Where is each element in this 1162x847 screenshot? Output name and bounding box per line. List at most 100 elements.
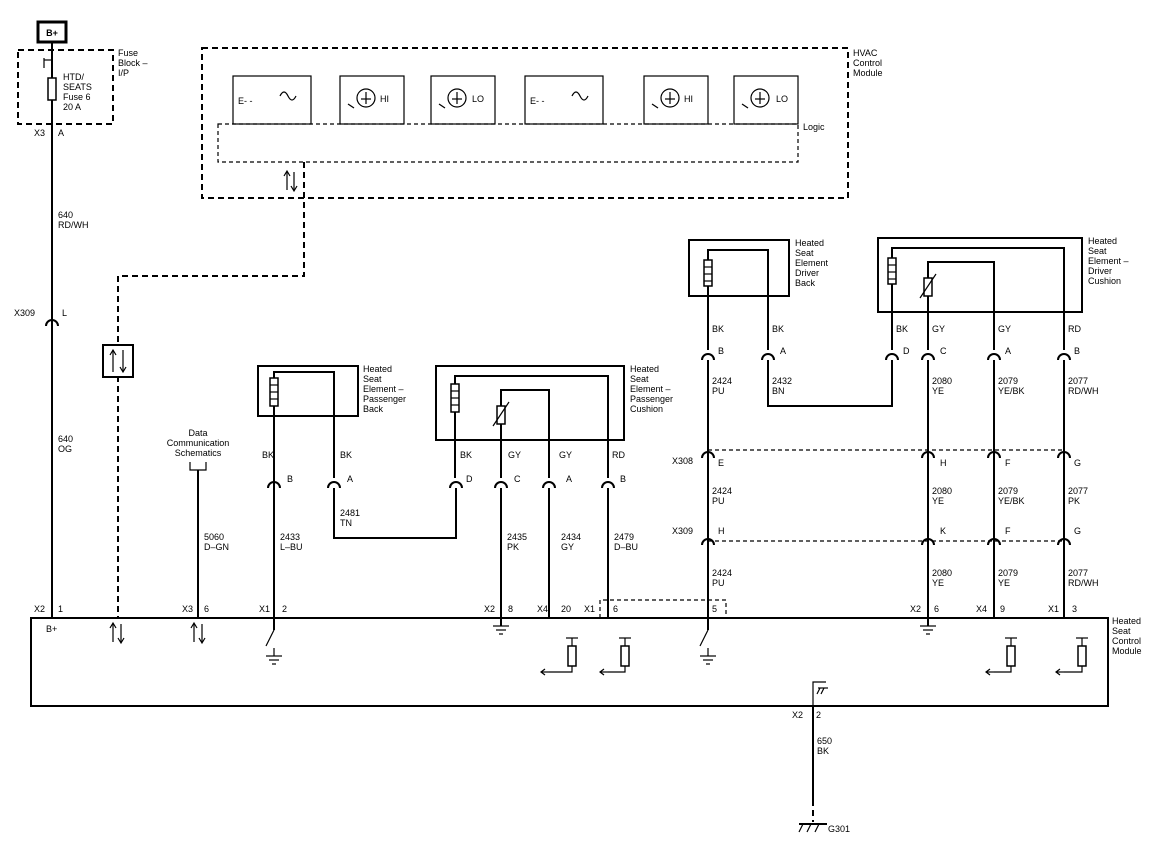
schematic-label: L–BU xyxy=(280,542,303,552)
schematic-label: E xyxy=(718,458,724,468)
schematic-label: Driver xyxy=(1088,266,1112,276)
schematic-label: YE xyxy=(932,386,944,396)
schematic-label: BK xyxy=(340,450,352,460)
schematic-label: D–GN xyxy=(204,542,229,552)
schematic-label: 20 xyxy=(561,604,571,614)
schematic-label: SEATS xyxy=(63,82,92,92)
wire-2481 xyxy=(333,488,457,539)
schematic-label: RD/WH xyxy=(58,220,89,230)
connector-x309-l xyxy=(45,319,59,327)
schematic-label: 20 A xyxy=(63,102,81,112)
schematic-label: X309 xyxy=(14,308,35,318)
schematic-label: Driver xyxy=(795,268,819,278)
schematic-label: A xyxy=(1005,346,1011,356)
schematic-label: E- - xyxy=(530,96,545,106)
schematic-label: F xyxy=(1005,458,1011,468)
schematic-label: Heated xyxy=(1112,616,1141,626)
heated-seat-control-module: Heated Seat Control Module B+ X2 1 X3 6 … xyxy=(30,599,1142,720)
schematic-label: 2481 xyxy=(340,508,360,518)
schematic-label: B+ xyxy=(46,624,57,634)
schematic-label: 3 xyxy=(1072,604,1077,614)
schematic-label: PU xyxy=(712,578,725,588)
schematic-label: H xyxy=(718,526,725,536)
schematic-label: Fuse xyxy=(118,48,138,58)
schematic-label: Seat xyxy=(1088,246,1107,256)
schematic-label: B xyxy=(1074,346,1080,356)
heated-seat-switch-icon: E- - xyxy=(232,75,312,125)
ground-g301-icon: G301 xyxy=(798,823,850,834)
schematic-label: X309 xyxy=(672,526,693,536)
schematic-label: PU xyxy=(712,386,725,396)
schematic-label: Heated xyxy=(795,238,824,248)
schematic-label: PU xyxy=(712,496,725,506)
schematic-label: Module xyxy=(853,68,883,78)
schematic-label: PK xyxy=(1068,496,1080,506)
schematic-label: 2479 xyxy=(614,532,634,542)
lo-indicator-icon: LO xyxy=(430,75,496,125)
schematic-label: 2079 xyxy=(998,568,1018,578)
schematic-label: 2079 xyxy=(998,486,1018,496)
ground-icon xyxy=(920,618,936,635)
schematic-label: LO xyxy=(776,94,788,104)
schematic-label: GY xyxy=(559,450,572,460)
heated-seat-switch-icon: E- - xyxy=(524,75,604,125)
heated-seat-element-driver-back: Heated Seat Element Driver Back BK BK B … xyxy=(688,238,829,396)
schematic-label: X3 xyxy=(182,604,193,614)
schematic-label: Logic xyxy=(803,122,825,132)
schematic-label: G xyxy=(1074,458,1081,468)
schematic-label: 2424 xyxy=(712,376,732,386)
schematic-label: 6 xyxy=(613,604,618,614)
chassis-ground-icon xyxy=(812,681,828,706)
schematic-label: A xyxy=(58,128,64,138)
schematic-label: 2077 xyxy=(1068,376,1088,386)
schematic-label: RD xyxy=(1068,324,1081,334)
schematic-label: BK xyxy=(262,450,274,460)
schematic-label: YE xyxy=(932,496,944,506)
schematic-label: B xyxy=(620,474,626,484)
schematic-label: Back xyxy=(795,278,816,288)
schematic-label: Passenger xyxy=(363,394,406,404)
schematic-label: X2 xyxy=(484,604,495,614)
schematic-label: BK xyxy=(460,450,472,460)
fuse-block-ip: HTD/ SEATS Fuse 6 20 A Fuse Block – I/P … xyxy=(17,42,148,138)
pull-up-resistor-icon xyxy=(599,637,631,676)
schematic-label: 640 xyxy=(58,210,73,220)
schematic-label: X1 xyxy=(259,604,270,614)
schematic-label: X4 xyxy=(537,604,548,614)
schematic-label: E- - xyxy=(238,96,253,106)
schematic-label: X2 xyxy=(910,604,921,614)
schematic-label: 2077 xyxy=(1068,486,1088,496)
schematic-label: I/P xyxy=(118,68,129,78)
schematic-label: D–BU xyxy=(614,542,638,552)
schematic-label: 650 xyxy=(817,736,832,746)
schematic-label: RD/WH xyxy=(1068,578,1099,588)
heated-seat-element-passenger-cushion: Heated Seat Element – Passenger Cushion … xyxy=(435,364,673,672)
schematic-label: 2077 xyxy=(1068,568,1088,578)
schematic-label: A xyxy=(566,474,572,484)
ground-label: G301 xyxy=(828,824,850,834)
schematic-label: 8 xyxy=(508,604,513,614)
schematic-label: 2433 xyxy=(280,532,300,542)
schematic-label: 2080 xyxy=(932,568,952,578)
schematic-label: K xyxy=(940,526,946,536)
schematic-label: Seat xyxy=(630,374,649,384)
data-arrows-icon xyxy=(102,344,134,378)
power-source-b-plus: B+ xyxy=(36,20,68,44)
hi-indicator-icon: HI xyxy=(339,75,405,125)
schematic-label: 2 xyxy=(282,604,287,614)
schematic-label: C xyxy=(514,474,521,484)
schematic-label: L xyxy=(62,308,67,318)
schematic-label: BK xyxy=(896,324,908,334)
schematic-label: Seat xyxy=(795,248,814,258)
schematic-label: A xyxy=(347,474,353,484)
schematic-label: X308 xyxy=(672,456,693,466)
schematic-label: Element xyxy=(795,258,829,268)
schematic-label: Control xyxy=(853,58,882,68)
schematic-label: X1 xyxy=(584,604,595,614)
schematic-label: Cushion xyxy=(630,404,663,414)
ground-switch-icon xyxy=(699,606,716,665)
schematic-label: Block – xyxy=(118,58,148,68)
data-arrows-icon xyxy=(190,621,206,645)
ground-switch-icon xyxy=(265,618,282,665)
